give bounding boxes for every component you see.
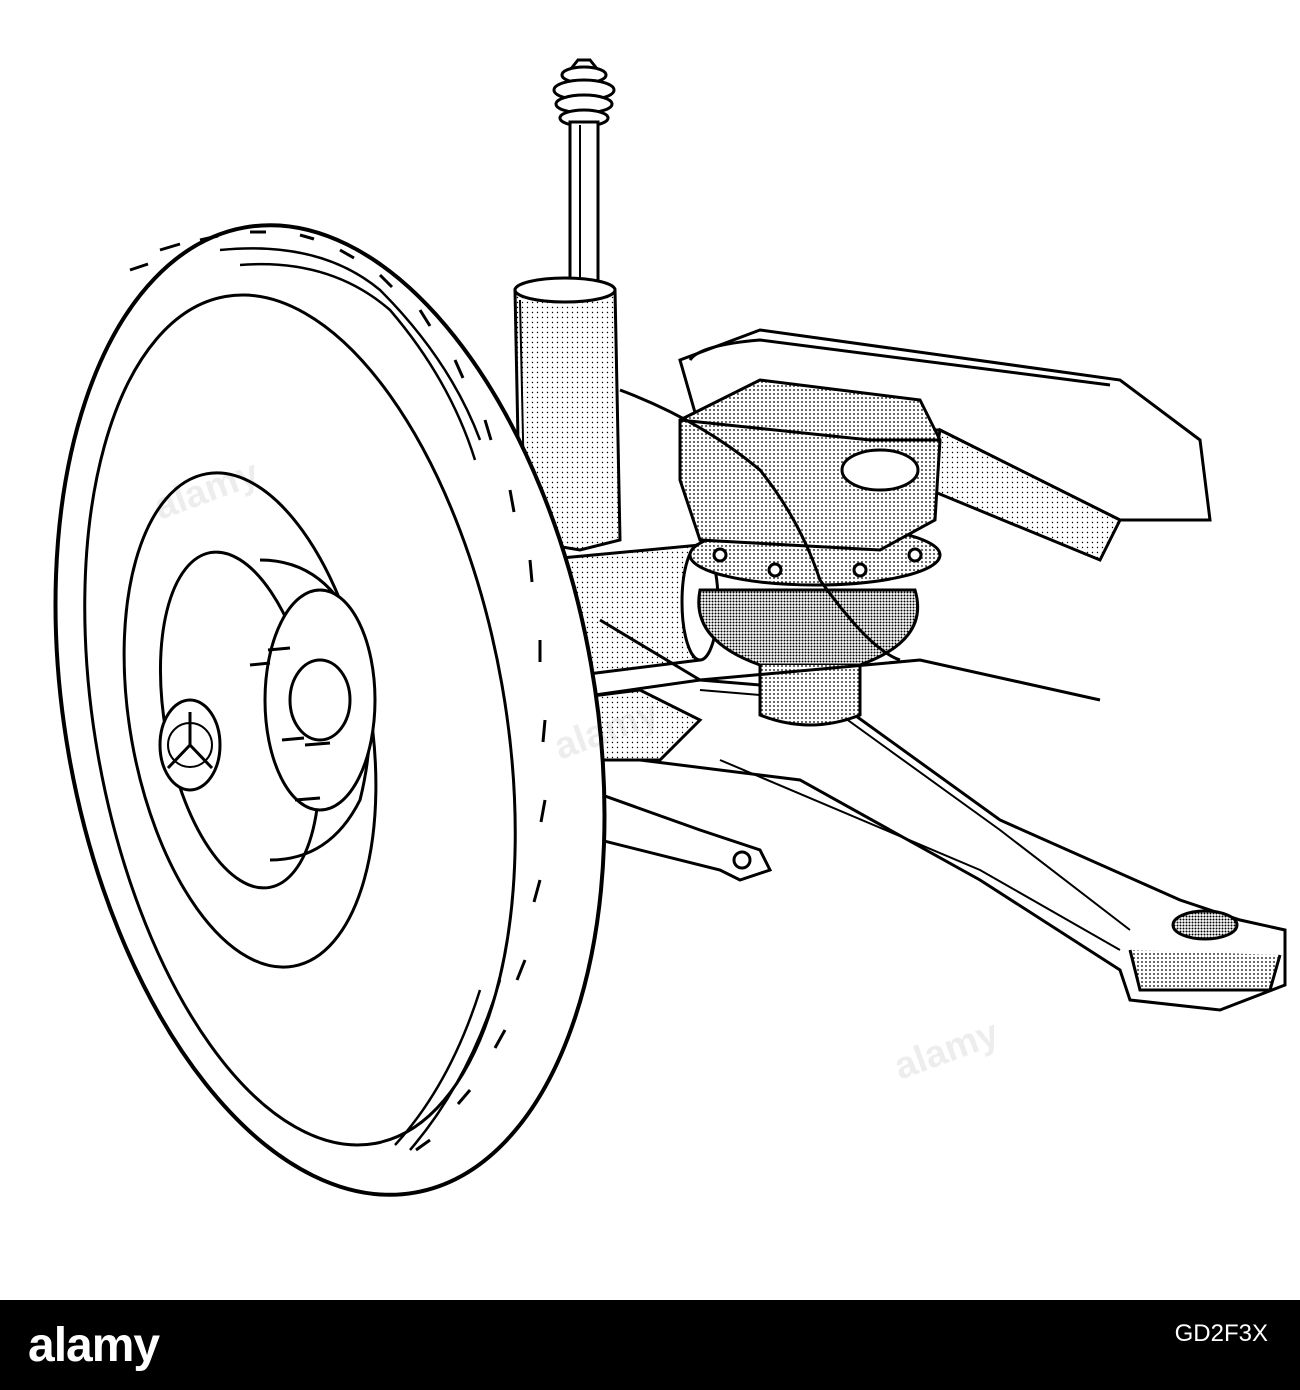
- wheel-hub: [122, 471, 378, 969]
- spring-housing: [678, 378, 942, 552]
- svg-text:alamy: alamy: [889, 1012, 1005, 1088]
- alamy-logo: alamy: [28, 1319, 160, 1372]
- lower-control-arm: [558, 678, 1287, 1012]
- suspension-drawing: alamy alamy alamy: [53, 58, 1287, 1197]
- image-id: GD2F3X: [1174, 1320, 1268, 1347]
- suspension-illustration: alamy alamy alamy: [53, 58, 1287, 1197]
- footer-bar: alamy GD2F3X: [0, 1300, 1300, 1390]
